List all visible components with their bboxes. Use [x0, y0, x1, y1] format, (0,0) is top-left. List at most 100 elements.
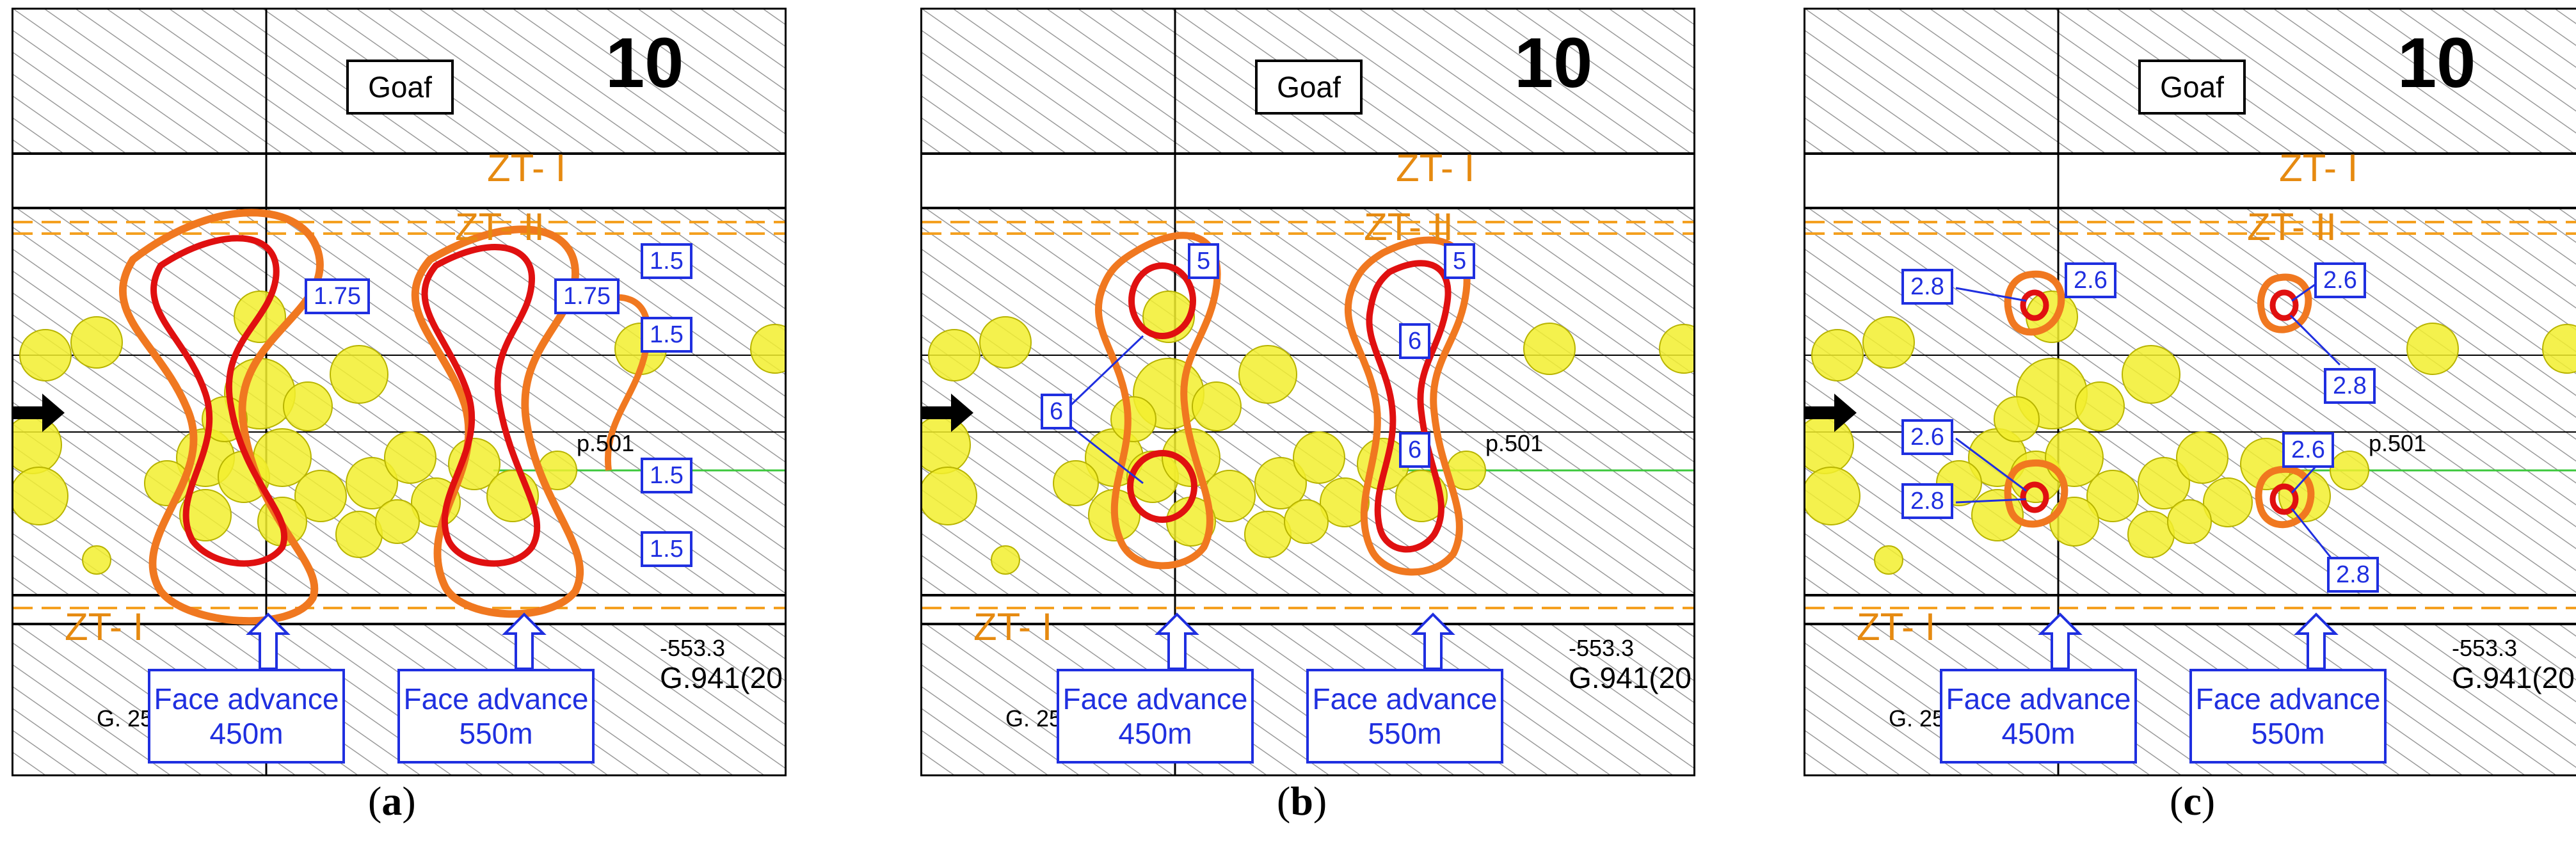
- stress-contours: [2004, 270, 2315, 529]
- caption-paren-open: (: [2170, 778, 2184, 824]
- caption-paren-close: ): [1313, 778, 1327, 824]
- stress-value: 1.5: [641, 317, 692, 353]
- stress-value: 6: [1041, 394, 1073, 429]
- face-advance-distance: 450m: [1118, 717, 1192, 750]
- zone-label-zt1-lower: ZT- I: [973, 605, 1052, 648]
- stress-value: 6: [1399, 323, 1431, 359]
- caption-paren-open: (: [1277, 778, 1291, 824]
- face-advance-box: Face advance 550m: [397, 669, 595, 764]
- map-panel-a: ZT- I ZT- II ZT- I p.501 -553.3 G.941(20…: [12, 8, 787, 776]
- mine-plan-b: ZT- I ZT- II ZT- I p.501 -553.3 G.941(20…: [922, 10, 1693, 774]
- map-annotations: p.501 -553.3 G.941(201 G. 25: [1005, 430, 1693, 732]
- borehole-label-small: G. 25: [97, 705, 153, 732]
- mine-plan-c: ZT- I ZT- II ZT- I p.501 -553.3 G.941(20…: [1805, 10, 2576, 774]
- stress-value: 2.8: [1901, 483, 1953, 519]
- face-advance-distance: 550m: [459, 717, 533, 750]
- station-label: p.501: [2369, 430, 2426, 456]
- zone-labels: ZT- I ZT- II ZT- I: [973, 147, 1475, 648]
- borehole-label-small: G. 25: [1889, 705, 1945, 732]
- face-advance-title: Face advance: [403, 682, 589, 716]
- caption-paren-close: ): [402, 778, 416, 824]
- direction-arrow: [922, 394, 973, 432]
- caption-paren-close: ): [2201, 778, 2216, 824]
- lower-roadway: [13, 595, 785, 624]
- goaf-label: Goaf: [346, 60, 454, 115]
- stress-value: 1.5: [641, 243, 692, 279]
- stress-value: 1.75: [554, 278, 620, 314]
- borehole-label: G.941(201: [2452, 661, 2576, 694]
- face-advance-title: Face advance: [1946, 682, 2131, 716]
- map-annotations: p.501 -553.3 G.941(201 G. 25: [97, 430, 785, 732]
- panel-caption-a: (a): [368, 778, 416, 825]
- stress-value: 1.5: [641, 458, 692, 493]
- zone-label-zt1-upper: ZT- I: [1396, 147, 1475, 189]
- zone-label-zt1-upper: ZT- I: [2279, 147, 2358, 189]
- face-advance-box: Face advance 450m: [148, 669, 345, 764]
- caption-paren-open: (: [368, 778, 382, 824]
- goaf-label: Goaf: [2138, 60, 2246, 115]
- face-advance-title: Face advance: [2195, 682, 2381, 716]
- map-panel-c: ZT- I ZT- II ZT- I p.501 -553.3 G.941(20…: [1804, 8, 2576, 776]
- map-panel-b: ZT- I ZT- II ZT- I p.501 -553.3 G.941(20…: [920, 8, 1695, 776]
- direction-arrow: [13, 394, 65, 432]
- map-annotations: p.501 -553.3 G.941(201 G. 25: [1889, 430, 2576, 732]
- station-label: p.501: [1485, 430, 1543, 456]
- stress-value: 2.6: [2314, 262, 2366, 298]
- face-advance-title: Face advance: [1312, 682, 1498, 716]
- elevation-label: -553.3: [660, 635, 725, 661]
- stress-value: 2.6: [1901, 419, 1953, 455]
- sector-number: 10: [1514, 24, 1593, 102]
- stress-value: 5: [1444, 243, 1476, 279]
- caption-letter: b: [1290, 778, 1313, 824]
- hatched-seam: [13, 10, 785, 774]
- stress-value: 2.8: [2327, 557, 2379, 593]
- zone-label-zt1-upper: ZT- I: [487, 147, 566, 189]
- face-advance-title: Face advance: [154, 682, 339, 716]
- station-label: p.501: [577, 430, 634, 456]
- borehole-label: G.941(201: [1569, 661, 1693, 694]
- stress-value: 6: [1399, 432, 1431, 468]
- face-advance-distance: 450m: [209, 717, 284, 750]
- advance-markers: [1155, 612, 1455, 670]
- panel-caption-b: (b): [1277, 778, 1327, 825]
- stress-value: 1.5: [641, 531, 692, 567]
- panel-caption-c: (c): [2170, 778, 2215, 825]
- face-advance-title: Face advance: [1062, 682, 1248, 716]
- hatched-seam: [1805, 10, 2576, 774]
- zone-label-zt1-lower: ZT- I: [65, 605, 143, 648]
- sector-number: 10: [605, 24, 684, 102]
- zone-label-zt2: ZT- II: [1364, 205, 1453, 248]
- direction-arrow: [1805, 394, 1857, 432]
- elevation-label: -553.3: [1569, 635, 1634, 661]
- face-advance-distance: 450m: [2001, 717, 2076, 750]
- stress-value: 2.6: [2065, 262, 2116, 298]
- caption-letter: c: [2183, 778, 2202, 824]
- advance-markers: [2038, 612, 2339, 670]
- zone-label-zt1-lower: ZT- I: [1857, 605, 1935, 648]
- stress-value: 5: [1188, 243, 1220, 279]
- face-advance-distance: 550m: [2251, 717, 2325, 750]
- stress-value: 2.8: [2324, 368, 2376, 404]
- borehole-label: G.941(201: [660, 661, 785, 694]
- advance-markers: [246, 612, 547, 670]
- sector-number: 10: [2397, 24, 2476, 102]
- elevation-label: -553.3: [2452, 635, 2517, 661]
- stress-value: 2.6: [2282, 432, 2334, 468]
- upper-roadway: [13, 154, 785, 208]
- zone-label-zt2: ZT- II: [455, 205, 545, 248]
- zone-labels: ZT- I ZT- II ZT- I: [1857, 147, 2358, 648]
- mine-plan-a: ZT- I ZT- II ZT- I p.501 -553.3 G.941(20…: [13, 10, 785, 774]
- face-advance-box: Face advance 550m: [1306, 669, 1503, 764]
- borehole-label-small: G. 25: [1005, 705, 1062, 732]
- stress-value: 2.8: [1901, 269, 1953, 305]
- face-advance-box: Face advance 550m: [2189, 669, 2387, 764]
- goaf-label: Goaf: [1255, 60, 1363, 115]
- zone-labels: ZT- I ZT- II ZT- I: [65, 147, 566, 648]
- hatched-seam: [922, 10, 1693, 774]
- stress-value: 1.75: [305, 278, 370, 314]
- stress-contours: [1094, 232, 1471, 576]
- leader-lines: [1068, 335, 1144, 484]
- face-advance-distance: 550m: [1368, 717, 1442, 750]
- zone-label-zt2: ZT- II: [2247, 205, 2337, 248]
- caption-letter: a: [381, 778, 403, 824]
